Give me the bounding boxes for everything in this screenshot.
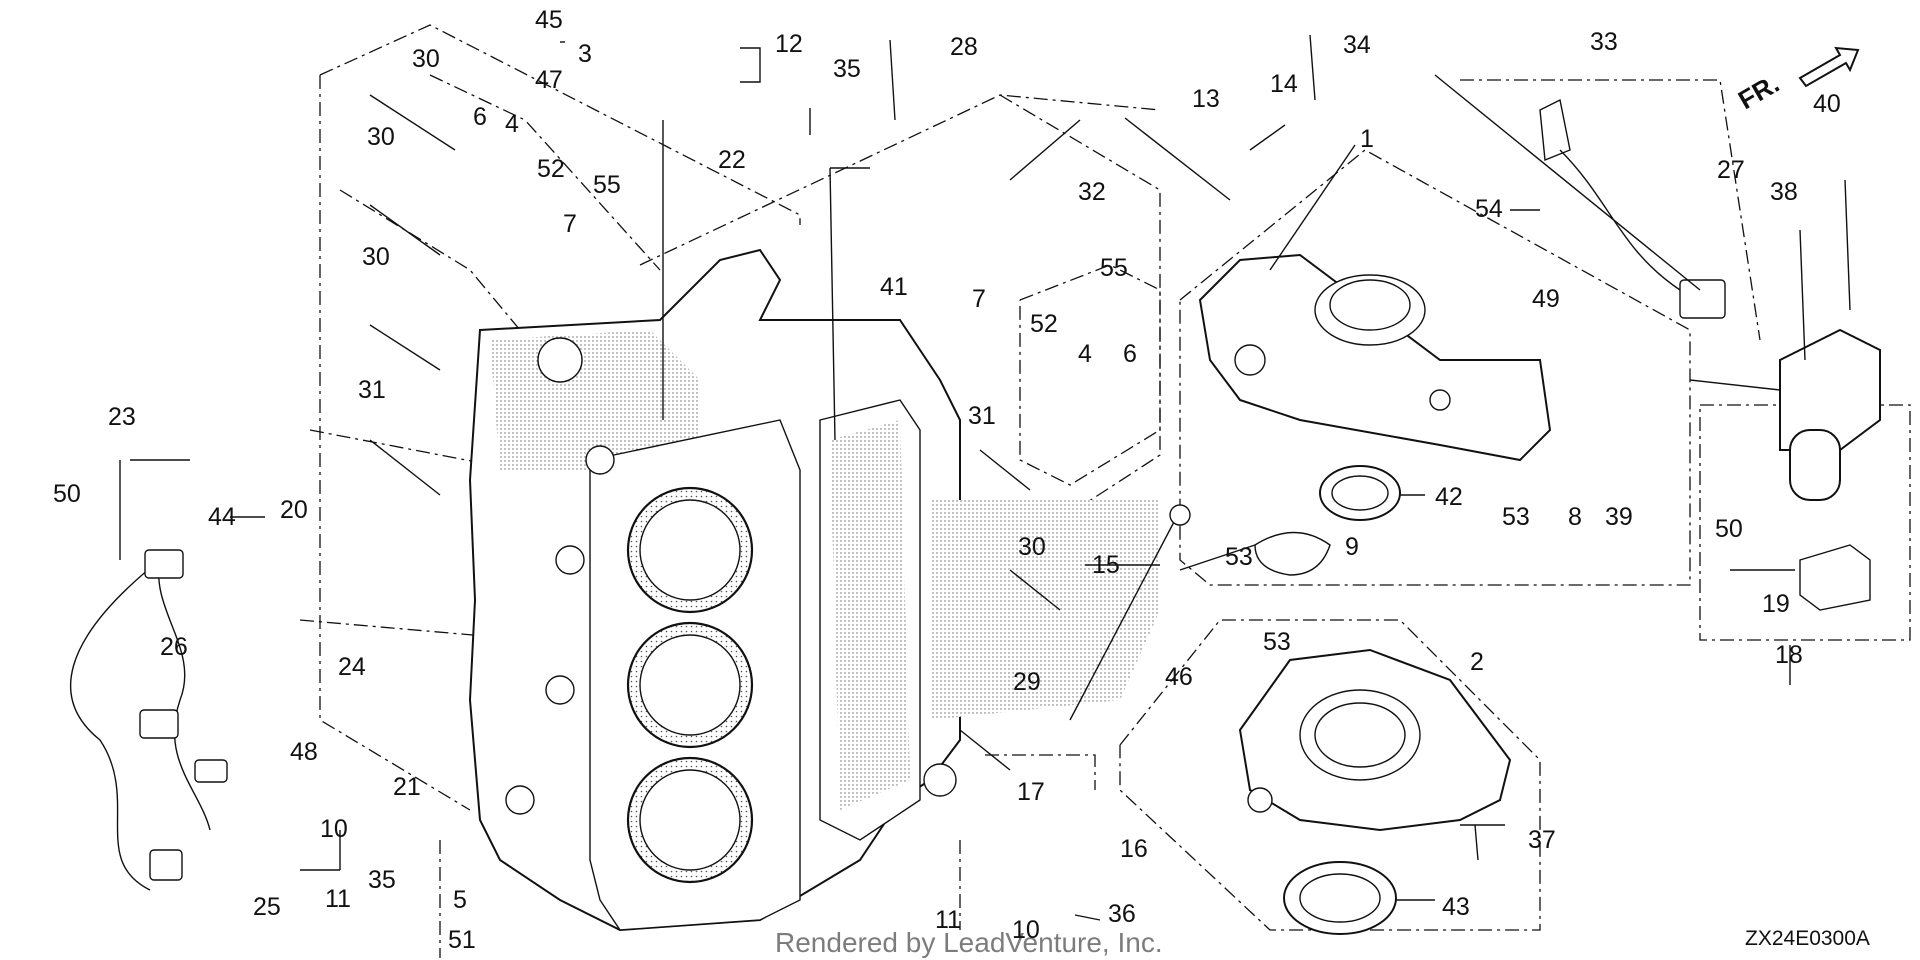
group-outlines [299,24,1911,958]
callout-labels: 1 2 3 4 4 5 6 6 7 7 8 9 10 10 11 11 12 1… [53,6,1841,954]
callout: 30 [412,45,440,73]
callout: 47 [535,66,563,94]
callout: 27 [1717,156,1745,184]
callout: 30 [367,123,395,151]
callout: 8 [1568,503,1582,531]
callout: 37 [1528,826,1556,854]
callout: 6 [473,103,487,131]
direction-label: FR. [1733,68,1784,115]
callout: 46 [1165,663,1193,691]
callout: 50 [53,480,81,508]
callout: 26 [160,633,188,661]
callout: 29 [1013,668,1041,696]
front-arrow-icon [1798,46,1860,88]
callout: 22 [718,146,746,174]
callout: 52 [537,155,565,183]
callout: 48 [290,738,318,766]
callout: 24 [338,653,366,681]
callout: 36 [1108,900,1136,928]
shading-area [930,500,1160,720]
callout: 55 [593,171,621,199]
callout: 50 [1715,515,1743,543]
callout: 40 [1813,90,1841,118]
callout: 51 [448,926,476,954]
callout: 33 [1590,28,1618,56]
callout: 6 [1123,340,1137,368]
callout: 49 [1532,285,1560,313]
callout: 31 [358,376,386,404]
callout: 31 [968,402,996,430]
callout: 3 [578,40,592,68]
callout: 5 [453,886,467,914]
callout: 30 [362,243,390,271]
callout: 45 [535,6,563,34]
callout: 53 [1225,543,1253,571]
callout: 44 [208,503,236,531]
callout: 19 [1762,590,1790,618]
callout: 11 [325,885,351,913]
diagram-code: ZX24E0300A [1745,927,1870,950]
callout: 39 [1605,503,1633,531]
callout: 7 [972,285,986,313]
callout: 43 [1442,893,1470,921]
callout: 34 [1343,31,1371,59]
leader-lines [119,41,1795,901]
callout: 16 [1120,835,1148,863]
callout: 4 [505,110,519,138]
callout: 13 [1192,85,1220,113]
dipstick-part [1069,504,1191,721]
callout: 25 [253,893,281,921]
watermark-text: Rendered by LeadVenture, Inc. [775,927,1163,958]
harness-parts [69,98,1726,891]
callout: 20 [280,496,308,524]
callout: 53 [1502,503,1530,531]
callout: 42 [1435,483,1463,511]
callout: 7 [563,210,577,238]
callout: 15 [1092,551,1120,579]
callout: 2 [1470,648,1484,676]
callout: 21 [393,773,421,801]
callout: 9 [1345,533,1359,561]
callout: 17 [1017,778,1045,806]
callout: 53 [1263,628,1291,656]
callout: 41 [880,273,908,301]
callout: 14 [1270,70,1298,98]
cover-2-part [1238,648,1512,832]
cover-1-part [1198,253,1552,462]
callout: 30 [1018,533,1046,561]
cylinder-block [468,248,961,932]
callout: 35 [833,55,861,83]
callout: 38 [1770,178,1798,206]
callout: 32 [1078,178,1106,206]
callout: 11 [935,906,961,934]
callout: 28 [950,33,978,61]
callout: 4 [1078,340,1092,368]
callout: 10 [320,815,348,843]
callout: 18 [1775,641,1803,669]
callout: 1 [1360,125,1374,153]
bolts [369,34,1851,921]
callout: 55 [1100,254,1128,282]
callout: 12 [775,30,803,58]
callout: 23 [108,403,136,431]
callout: 54 [1475,195,1503,223]
callout: 52 [1030,310,1058,338]
callout: 35 [368,866,396,894]
solenoid-assembly [1779,328,1881,611]
callout: 10 [1012,916,1040,944]
oil-seal-parts [1254,465,1401,935]
